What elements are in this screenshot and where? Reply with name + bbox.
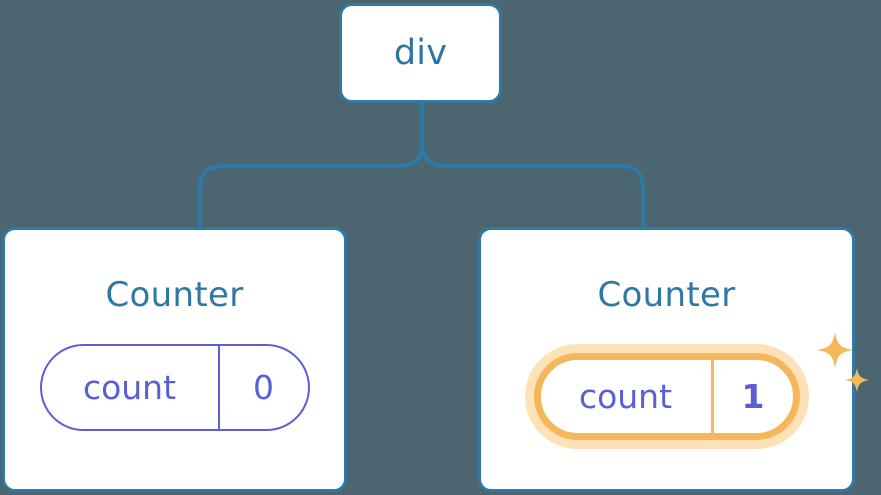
counter-right-title: Counter — [597, 275, 736, 315]
state-pill-left-wrapper: count 0 — [39, 344, 310, 431]
node-div[interactable]: div — [339, 3, 502, 103]
node-counter-left[interactable]: Counter count 0 — [2, 227, 347, 492]
state-pill-right-wrapper: count 1 — [524, 332, 869, 449]
state-pill-right-value: 1 — [741, 377, 765, 416]
state-pill-left[interactable]: count 0 — [39, 344, 310, 431]
connector-left-branch — [198, 103, 424, 227]
sparkle-large-icon — [816, 332, 853, 368]
counter-left-title: Counter — [105, 275, 244, 315]
state-pill-right-key: count — [541, 360, 714, 433]
state-pill-right[interactable]: count 1 — [533, 353, 800, 440]
sparkles-icon — [816, 332, 869, 392]
node-div-label: div — [393, 32, 448, 73]
sparkle-small-icon — [844, 368, 869, 392]
state-pill-left-value: 0 — [253, 368, 274, 407]
connector-right-branch — [420, 103, 645, 227]
node-counter-right[interactable]: Counter count 1 — [478, 227, 869, 492]
state-pill-left-key: count — [42, 346, 220, 429]
